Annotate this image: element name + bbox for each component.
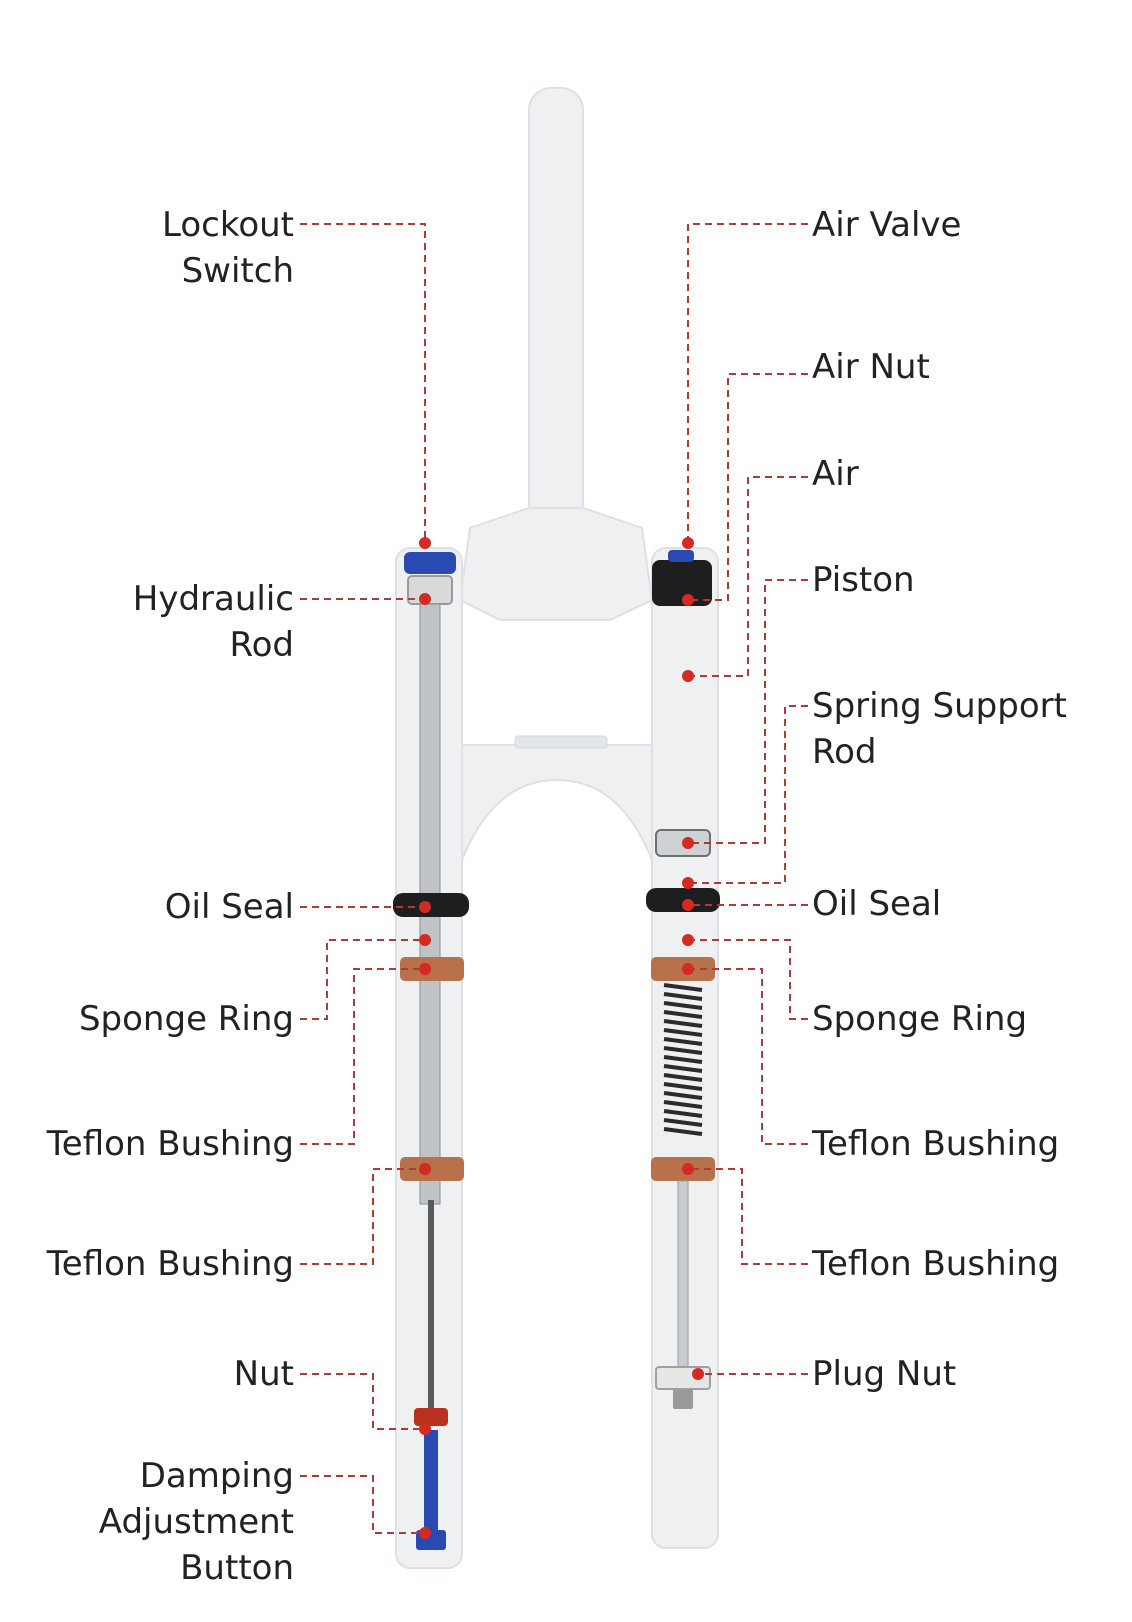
fork-body xyxy=(395,87,719,1569)
oil-seal-left-part xyxy=(393,893,469,917)
dot-teflon-bushing-right-lower xyxy=(682,1163,694,1175)
dot-air-valve xyxy=(682,537,694,549)
leader-piston xyxy=(688,579,808,844)
leader-damping-adjustment-button xyxy=(300,1475,425,1534)
label-teflon-bushing-left-upper: Teflon Bushing xyxy=(46,1124,294,1164)
leader-spring-support-rod xyxy=(688,705,808,884)
dot-damping-adjustment-button xyxy=(419,1527,431,1539)
leader-sponge-ring-left xyxy=(300,939,425,1020)
label-air-nut: Air Nut xyxy=(812,347,930,387)
leader-lockout-switch xyxy=(300,223,426,543)
nut-part xyxy=(414,1408,448,1426)
coil-spring xyxy=(663,983,703,1136)
leader-teflon-bushing-left-upper xyxy=(300,968,425,1145)
leader-air-nut xyxy=(688,373,808,601)
dot-teflon-bushing-left-upper xyxy=(419,963,431,975)
label-oil-seal-right: Oil Seal xyxy=(812,884,942,924)
label-air: Air xyxy=(812,454,859,494)
air-valve-part xyxy=(668,550,694,562)
teflon-bushing-left-lower-part xyxy=(400,1157,464,1181)
air-nut-part xyxy=(652,560,712,606)
dot-hydraulic-rod xyxy=(419,593,431,605)
dot-air-nut xyxy=(682,594,694,606)
label-oil-seal-left: Oil Seal xyxy=(164,887,294,927)
leader-teflon-bushing-right-lower xyxy=(688,1168,808,1265)
label-air-valve: Air Valve xyxy=(812,205,962,245)
dot-air xyxy=(682,670,694,682)
leader-lines xyxy=(300,223,808,1534)
dot-sponge-ring-left xyxy=(419,934,431,946)
dot-oil-seal-right xyxy=(682,899,694,911)
callout-dots xyxy=(419,537,704,1539)
label-sponge-ring-left: Sponge Ring xyxy=(78,999,294,1039)
oil-seal-right-part xyxy=(646,888,720,912)
label-teflon-bushing-left-lower: Teflon Bushing xyxy=(46,1244,294,1284)
fork-arch xyxy=(461,744,653,861)
leader-air xyxy=(688,476,808,677)
steerer-tube xyxy=(528,87,584,529)
dot-sponge-ring-right xyxy=(682,934,694,946)
dot-teflon-bushing-right-upper xyxy=(682,963,694,975)
dot-spring-support-rod xyxy=(682,877,694,889)
dot-teflon-bushing-left-lower xyxy=(419,1163,431,1175)
label-sponge-ring-right: Sponge Ring xyxy=(812,999,1028,1039)
damping-rod-part xyxy=(424,1430,438,1532)
leader-air-valve xyxy=(687,223,808,543)
spring-support-shaft xyxy=(677,1180,689,1372)
dot-plug-nut xyxy=(692,1368,704,1380)
dot-nut xyxy=(419,1423,431,1435)
plug-nut-stem xyxy=(673,1389,693,1409)
dot-piston xyxy=(682,837,694,849)
label-teflon-bushing-right-upper: Teflon Bushing xyxy=(812,1124,1060,1164)
dot-lockout-switch xyxy=(419,537,431,549)
label-piston: Piston xyxy=(812,560,915,600)
lockout-switch-part xyxy=(404,552,456,574)
arch-badge xyxy=(514,735,608,749)
teflon-bushing-left-upper-part xyxy=(400,957,464,981)
label-teflon-bushing-right-lower: Teflon Bushing xyxy=(812,1244,1060,1284)
leader-teflon-bushing-right-upper xyxy=(688,968,808,1145)
label-plug-nut: Plug Nut xyxy=(812,1354,957,1394)
leader-teflon-bushing-left-lower xyxy=(300,1168,425,1265)
damper-rod xyxy=(428,1200,434,1410)
crown xyxy=(458,507,654,621)
label-nut: Nut xyxy=(233,1354,294,1394)
dot-oil-seal-left xyxy=(419,901,431,913)
leader-nut xyxy=(300,1373,425,1430)
leader-sponge-ring-right xyxy=(688,939,808,1020)
